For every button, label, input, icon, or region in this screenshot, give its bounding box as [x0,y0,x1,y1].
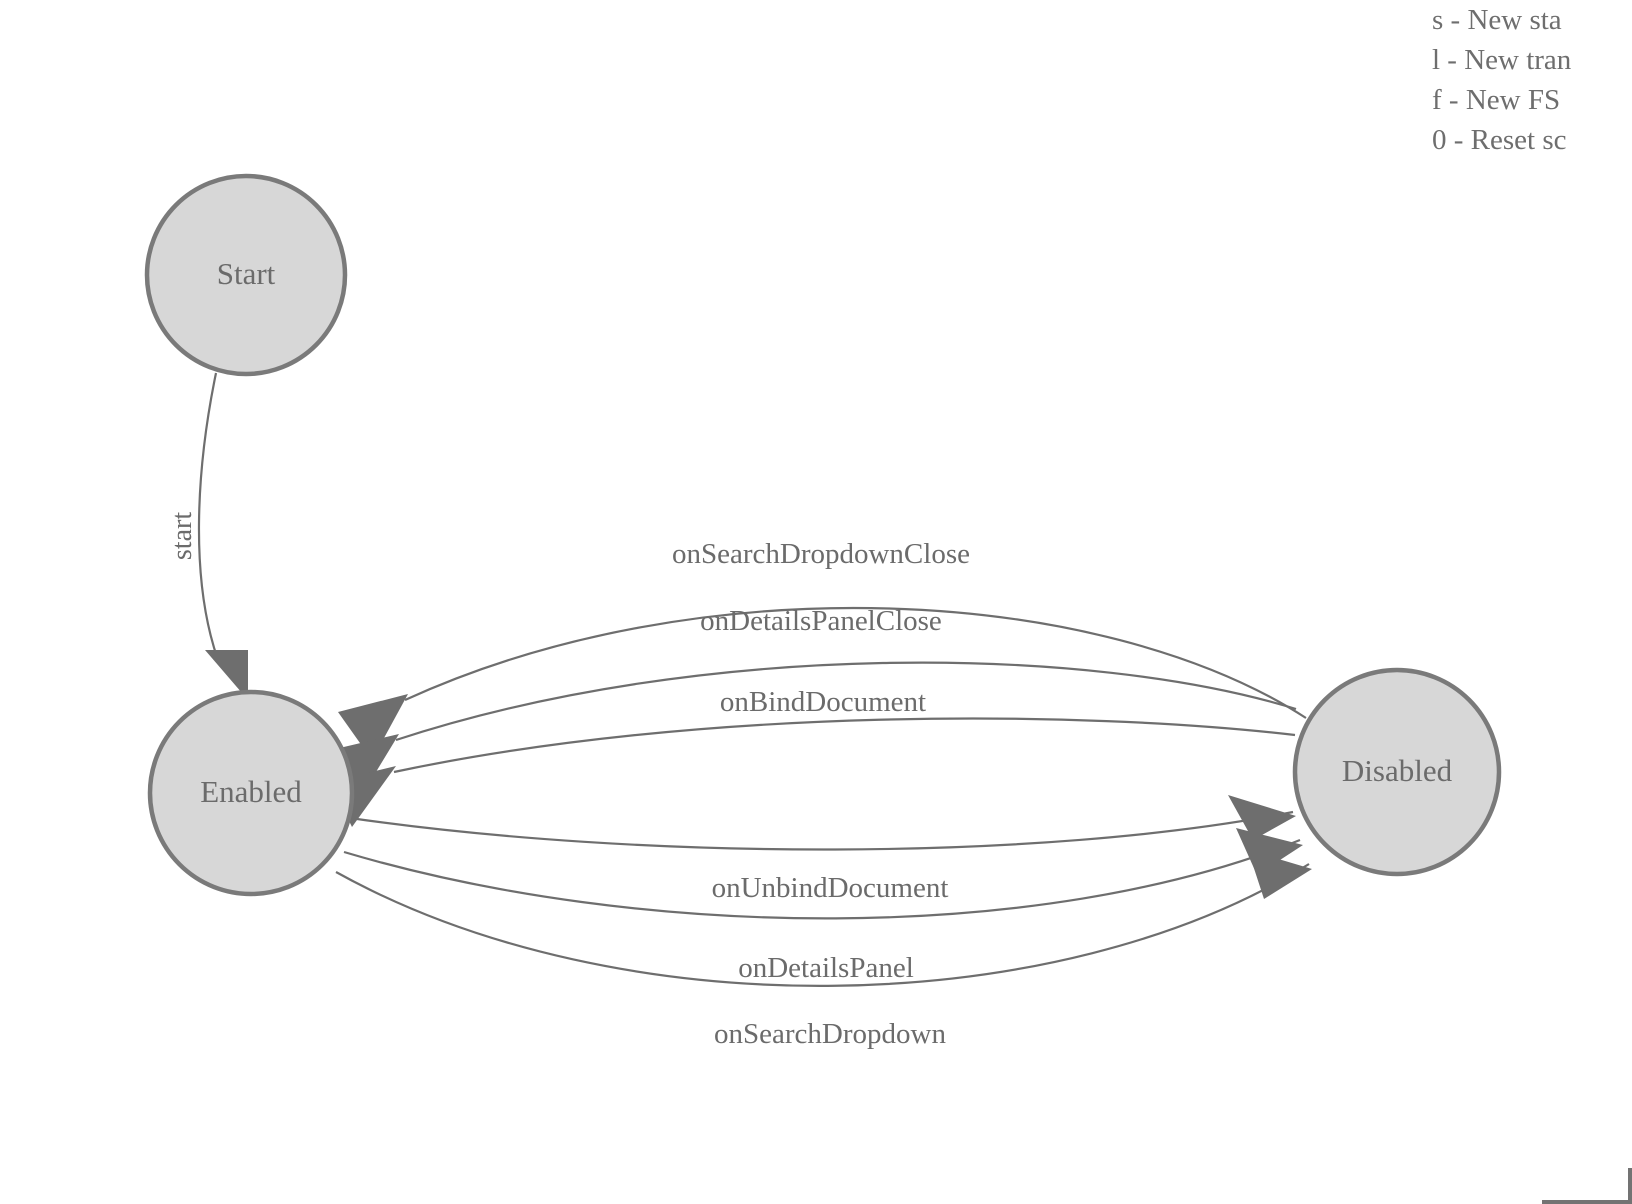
arrow-head-icon [205,650,248,700]
transition-path [404,606,1307,719]
transition-onDetailsPanel[interactable]: onDetailsPanel [343,828,1303,984]
arrow-head-icon [1228,795,1296,840]
state-label: Enabled [200,774,302,809]
transition-start[interactable]: start [167,372,248,700]
transition-onSearchDropdown[interactable]: onSearchDropdown [335,850,1312,1050]
transition-label: onDetailsPanelClose [700,605,942,637]
state-label: Disabled [1342,753,1453,788]
transition-label: start [167,512,198,560]
transition-onUnbindDocument[interactable]: onUnbindDocument [349,795,1296,904]
transition-onBindDocument[interactable]: onBindDocument [330,686,1296,827]
transition-label: onUnbindDocument [712,872,949,904]
state-node-enabled[interactable]: Enabled [147,689,355,897]
transition-onDetailsPanelClose[interactable]: onDetailsPanelClose [331,605,1297,795]
state-node-start[interactable]: Start [144,173,348,377]
transition-label: onDetailsPanel [738,952,914,984]
window-frame-bottom-edge [1542,1200,1632,1204]
state-circle [147,689,355,897]
transition-onSearchDropdownClose[interactable]: onSearchDropdownClose [338,538,1307,760]
transition-path [335,863,1310,987]
state-circle [144,173,348,377]
transition-label: onBindDocument [720,686,926,718]
transition-path [393,717,1296,774]
transition-path [343,838,1301,920]
arrow-head-icon [331,734,399,795]
transition-path [197,372,220,661]
transition-label: onSearchDropdownClose [672,538,970,570]
window-frame-right-edge [1628,1168,1632,1204]
transition-path [395,661,1297,742]
state-node-disabled[interactable]: Disabled [1292,667,1502,877]
state-label: Start [217,256,276,291]
arrow-head-icon [338,694,408,760]
transition-label: onSearchDropdown [714,1018,946,1050]
transition-path [349,810,1294,851]
state-circle [1292,667,1502,877]
arrow-head-icon [1248,850,1312,899]
